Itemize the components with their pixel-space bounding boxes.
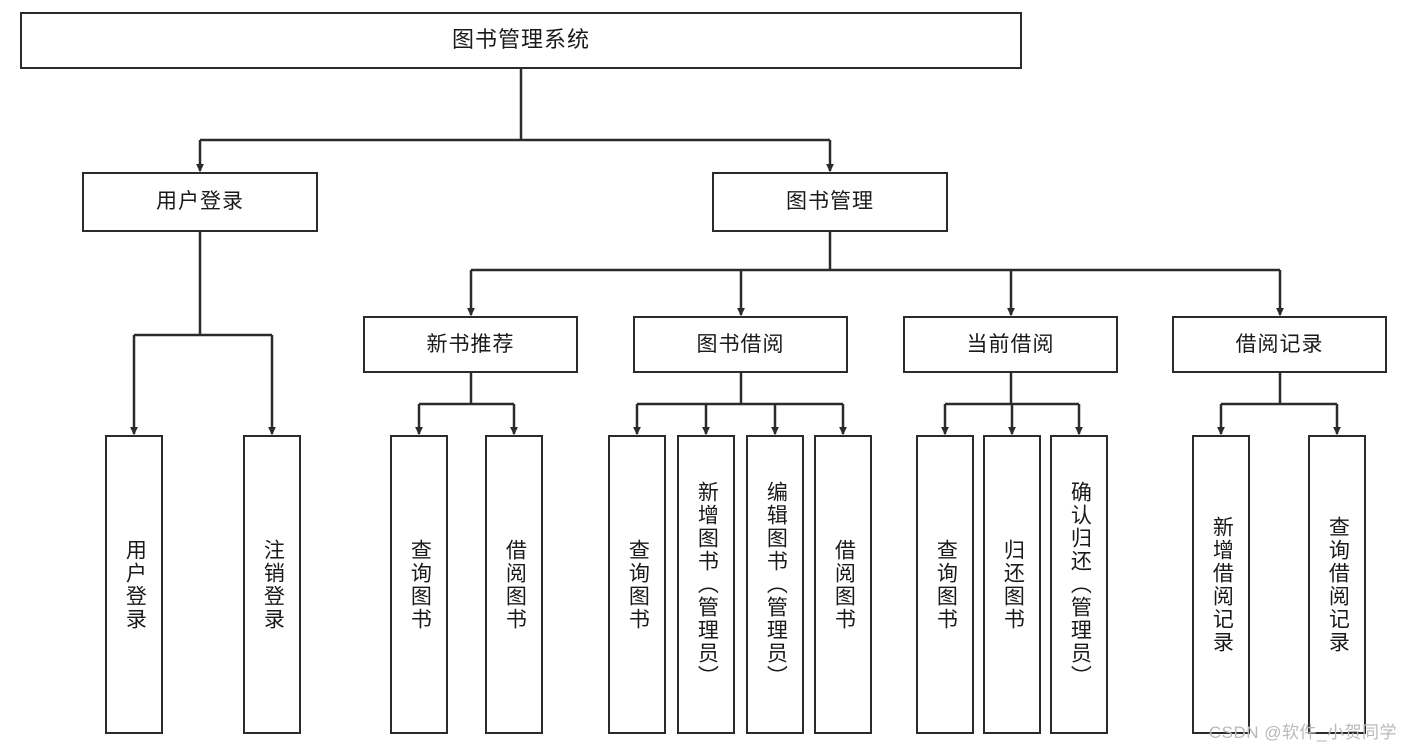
node-leaf-query-book-3: 查询图书 xyxy=(916,435,974,734)
node-leaf-add-record: 新增借阅记录 xyxy=(1192,435,1250,734)
node-leaf-return-book: 归还图书 xyxy=(983,435,1041,734)
node-leaf-confirm-return: 确认归还（管理员） xyxy=(1050,435,1108,734)
node-leaf-user-logout: 注销登录 xyxy=(243,435,301,734)
node-label: 注销登录 xyxy=(261,538,285,631)
node-label: 确认归还（管理员） xyxy=(1068,481,1092,688)
node-label: 图书借阅 xyxy=(696,332,785,356)
node-leaf-query-book-2: 查询图书 xyxy=(608,435,666,734)
node-label: 查询图书 xyxy=(408,538,432,631)
node-leaf-user-login: 用户登录 xyxy=(105,435,163,734)
node-label: 借阅记录 xyxy=(1235,332,1324,356)
node-label: 新增借阅记录 xyxy=(1210,515,1234,654)
node-label: 借阅图书 xyxy=(832,538,856,631)
node-label: 用户登录 xyxy=(156,190,244,214)
node-label: 图书管理 xyxy=(786,190,874,214)
node-leaf-edit-book: 编辑图书（管理员） xyxy=(746,435,804,734)
node-leaf-query-book-1: 查询图书 xyxy=(390,435,448,734)
node-label: 新增图书（管理员） xyxy=(695,481,719,688)
node-book-borrow: 图书借阅 xyxy=(633,316,848,373)
node-label: 归还图书 xyxy=(1001,538,1025,631)
node-label: 查询图书 xyxy=(934,538,958,631)
node-root: 图书管理系统 xyxy=(20,12,1022,69)
node-new-book-rec: 新书推荐 xyxy=(363,316,578,373)
node-current-borrow: 当前借阅 xyxy=(903,316,1118,373)
node-label: 查询图书 xyxy=(626,538,650,631)
node-leaf-query-record: 查询借阅记录 xyxy=(1308,435,1366,734)
node-label: 查询借阅记录 xyxy=(1326,515,1350,654)
node-label: 当前借阅 xyxy=(966,332,1055,356)
node-leaf-add-book: 新增图书（管理员） xyxy=(677,435,735,734)
node-leaf-borrow-book-2: 借阅图书 xyxy=(814,435,872,734)
node-label: 借阅图书 xyxy=(503,538,527,631)
node-label: 编辑图书（管理员） xyxy=(764,481,788,688)
node-user-login: 用户登录 xyxy=(82,172,318,232)
node-borrow-record: 借阅记录 xyxy=(1172,316,1387,373)
node-leaf-borrow-book-1: 借阅图书 xyxy=(485,435,543,734)
node-label: 新书推荐 xyxy=(426,332,515,356)
node-label: 图书管理系统 xyxy=(451,27,590,53)
node-label: 用户登录 xyxy=(123,538,147,631)
node-book-manage: 图书管理 xyxy=(712,172,948,232)
